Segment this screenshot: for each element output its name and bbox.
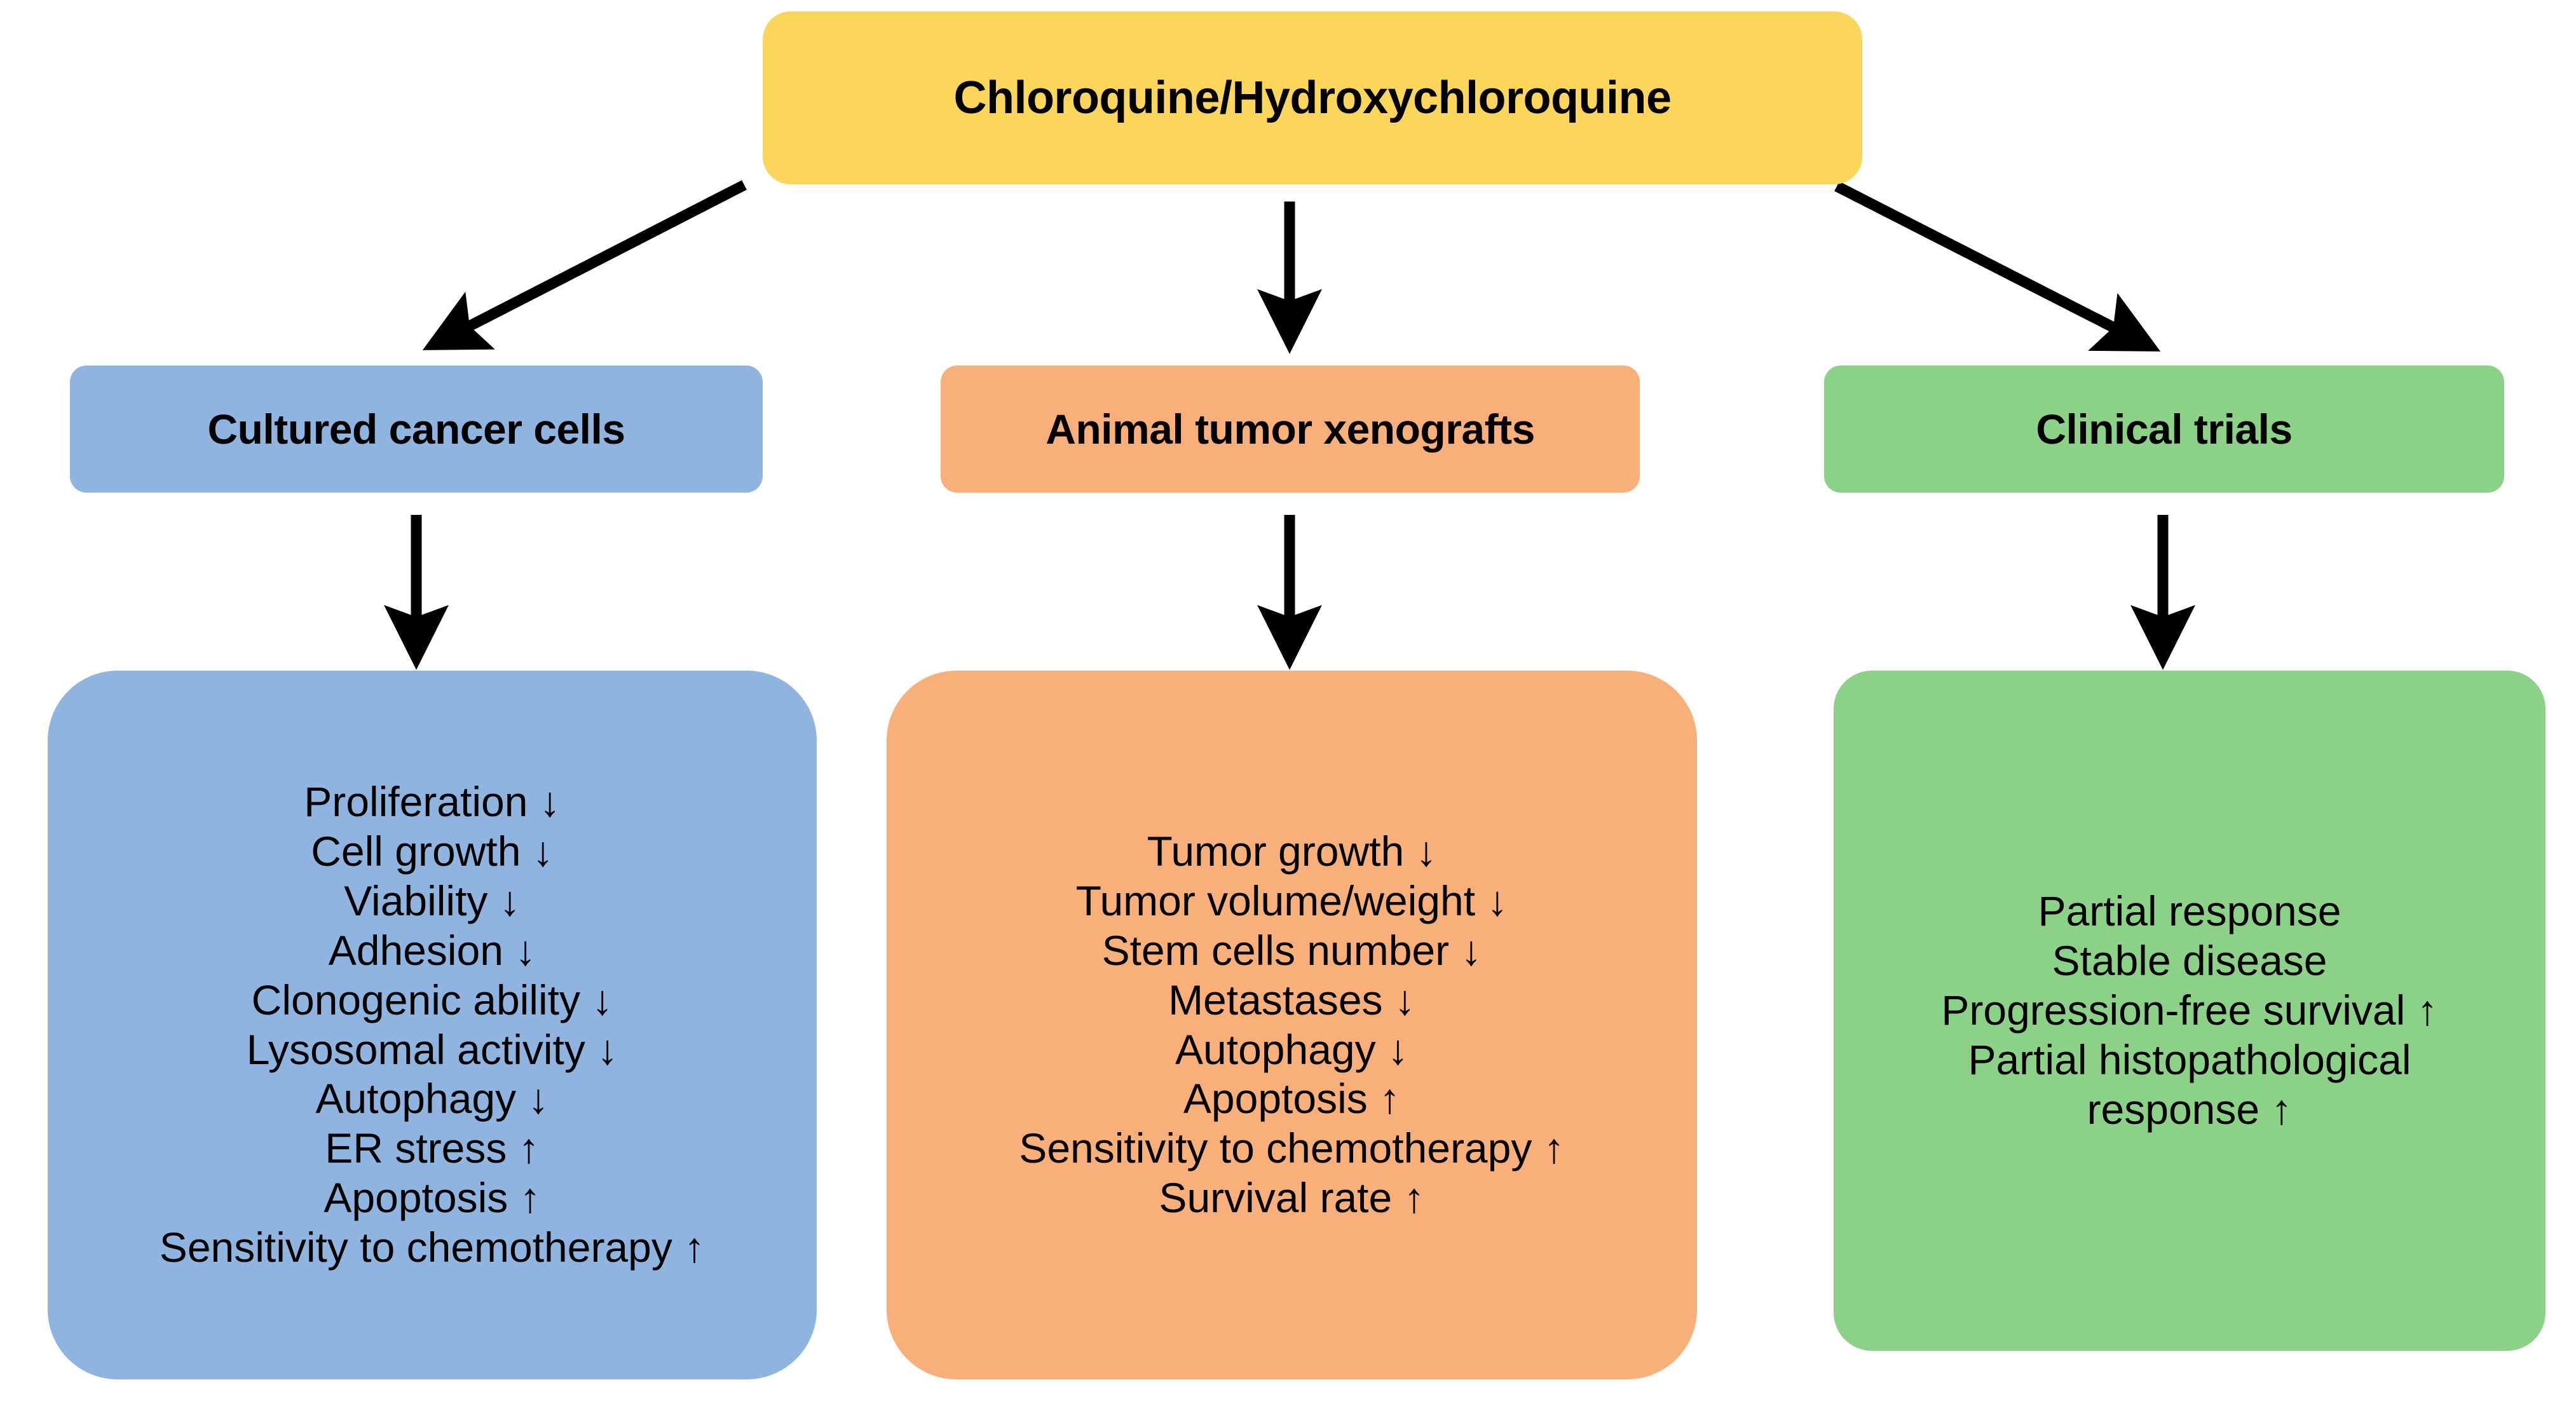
outcome-item: Cell growth ↓ xyxy=(311,828,554,875)
arrow-root-to-clinical xyxy=(1834,181,2161,352)
panel-animal-tumor-xenografts-outcomes: Tumor growth ↓ Tumor volume/weight ↓ Ste… xyxy=(887,671,1697,1379)
outcome-item: Apoptosis ↑ xyxy=(324,1174,541,1222)
outcome-item: Lysosomal activity ↓ xyxy=(246,1025,618,1073)
outcome-item: Stable disease xyxy=(2052,937,2327,985)
outcome-item: Partial response xyxy=(2038,887,2341,935)
outcome-item: Apoptosis ↑ xyxy=(1183,1075,1401,1123)
outcome-item: Proliferation ↓ xyxy=(304,778,561,826)
outcome-item: Autophagy ↓ xyxy=(1175,1025,1408,1073)
outcome-item: Survival rate ↑ xyxy=(1159,1174,1425,1222)
node-header-cultured-cancer-cells[interactable]: Cultured cancer cells xyxy=(70,366,763,493)
outcome-item: Stem cells number ↓ xyxy=(1101,926,1482,974)
node-root-chloroquine[interactable]: Chloroquine/Hydroxychloroquine xyxy=(763,11,1862,184)
node-header-animal-tumor-xenografts-label: Animal tumor xenografts xyxy=(1046,406,1535,453)
outcome-item: Progression-free survival ↑ xyxy=(1941,987,2438,1034)
outcome-item: Autophagy ↓ xyxy=(315,1075,549,1123)
node-root-label: Chloroquine/Hydroxychloroquine xyxy=(953,72,1672,123)
outcome-item: Metastases ↓ xyxy=(1168,976,1415,1023)
outcome-item: response ↑ xyxy=(2087,1085,2293,1133)
outcome-item: Sensitivity to chemotherapy ↑ xyxy=(1019,1124,1565,1172)
panel-clinical-trials-outcomes: Partial response Stable disease Progress… xyxy=(1834,671,2545,1351)
outcome-item: Tumor volume/weight ↓ xyxy=(1075,877,1508,924)
node-header-cultured-cancer-cells-label: Cultured cancer cells xyxy=(207,406,625,453)
outcome-item: Tumor growth ↓ xyxy=(1147,828,1437,875)
outcome-item: ER stress ↑ xyxy=(325,1124,540,1172)
outcome-item: Clonogenic ability ↓ xyxy=(251,976,613,1023)
node-header-clinical-trials[interactable]: Clinical trials xyxy=(1824,366,2504,493)
outcome-item: Viability ↓ xyxy=(344,877,521,924)
outcome-item: Partial histopathological xyxy=(1968,1035,2411,1083)
outcome-item: Adhesion ↓ xyxy=(328,926,536,974)
arrow-root-to-cultured xyxy=(422,180,747,350)
node-header-animal-tumor-xenografts[interactable]: Animal tumor xenografts xyxy=(941,366,1640,493)
node-header-clinical-trials-label: Clinical trials xyxy=(2036,406,2293,453)
outcome-item: Sensitivity to chemotherapy ↑ xyxy=(159,1224,705,1271)
panel-cultured-cancer-cells-outcomes: Proliferation ↓ Cell growth ↓ Viability … xyxy=(48,671,817,1379)
